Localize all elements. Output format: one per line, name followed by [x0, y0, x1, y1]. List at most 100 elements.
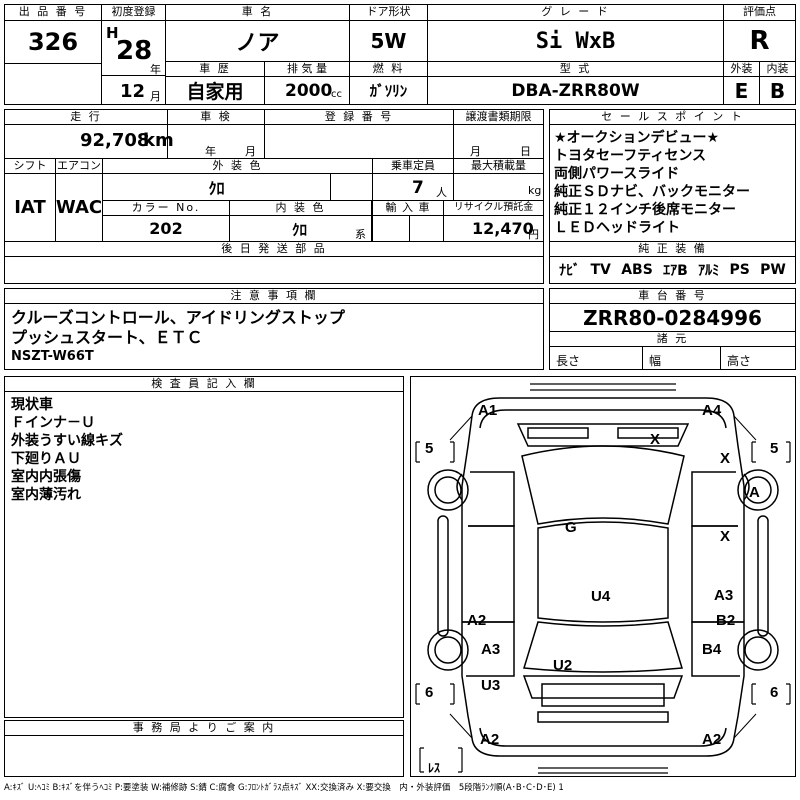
exterior-color: ｸﾛ	[102, 173, 331, 201]
interior-grade-label: 内装	[759, 61, 796, 77]
equipment-item: ABS	[621, 262, 653, 278]
damage-mark: A4	[702, 402, 722, 419]
notes-label: 注 意 事 項 欄	[4, 288, 544, 304]
sales-point: ★オークションデビュー★	[554, 130, 720, 146]
first-registration-label: 初度登録	[101, 4, 166, 21]
equipment-list: ﾅﾋﾞ TV ABS ｴｱB ｱﾙﾐ PS PW	[549, 256, 796, 284]
height-label: 高さ	[727, 354, 752, 368]
exterior-grade-label: 外装	[723, 61, 760, 77]
recycle-deposit: 12,470	[472, 219, 534, 238]
note-line: プッシュスタート、ＥＴＣ	[11, 328, 203, 347]
mileage: 92,708	[80, 130, 150, 151]
office-box	[4, 735, 404, 777]
air-conditioner: WAC	[55, 173, 103, 242]
spare-tire: ﾚｽ	[428, 761, 441, 775]
damage-mark: A2	[467, 612, 487, 629]
history-label: 車 歴	[165, 61, 265, 77]
notes-box: クルーズコントロール、アイドリングストップ プッシュスタート、ＥＴＣ NSZT-…	[4, 303, 544, 370]
sales-points-list: ★オークションデビュー★ トヨタセーフティセンス 両側パワースライド 純正ＳＤナ…	[549, 124, 796, 242]
month-unit: 月	[150, 90, 161, 103]
chassis-label: 車 台 番 号	[549, 288, 796, 304]
inspection-month-unit: 月	[245, 145, 256, 158]
registration-year: 28	[116, 36, 153, 66]
max-load-unit: kg	[528, 184, 542, 197]
lot-number-blank	[4, 63, 102, 105]
mileage-unit: km	[143, 130, 174, 151]
later-parts-cell	[4, 256, 544, 284]
inspection-year-unit: 年	[205, 145, 216, 158]
equipment-label: 純 正 装 備	[549, 241, 796, 257]
damage-mark: U3	[481, 677, 501, 694]
damage-mark: X	[650, 431, 661, 448]
fuel-label: 燃 料	[349, 61, 428, 77]
inspector-line: 現状車	[11, 397, 53, 413]
model-code: DBA-ZRR80W	[427, 76, 724, 105]
lot-number-label: 出 品 番 号	[4, 4, 102, 21]
tire-front-left: 5	[425, 440, 434, 457]
inspector-label: 検 査 員 記 入 欄	[4, 376, 404, 392]
registration-number-label: 登 録 番 号	[264, 109, 454, 125]
damage-mark: A2	[702, 731, 722, 748]
import-label: 輸 入 車	[372, 200, 444, 216]
damage-mark: A2	[480, 731, 500, 748]
displacement-label: 排 気 量	[264, 61, 350, 77]
transfer-day-unit: 日	[520, 145, 531, 158]
car-name-label: 車 名	[165, 4, 350, 21]
grade: Si WxB	[427, 20, 724, 62]
equipment-item: TV	[590, 262, 611, 278]
capacity-unit: 人	[436, 186, 447, 199]
damage-mark: B2	[716, 612, 736, 629]
office-label: 事 務 局 よ り ご 案 内	[4, 720, 404, 736]
width-label: 幅	[649, 354, 662, 368]
damage-mark: X	[720, 528, 731, 545]
tire-rear-left: 6	[425, 684, 434, 701]
displacement-unit: cc	[331, 89, 342, 100]
damage-mark: U2	[553, 657, 573, 674]
damage-mark: G	[565, 519, 577, 536]
car-name: ノア	[165, 20, 350, 62]
equipment-item: ｱﾙﾐ	[698, 263, 720, 279]
sales-point: 両側パワースライド	[554, 166, 680, 182]
equipment-item: ﾅﾋﾞ	[559, 263, 581, 279]
score-label: 評価点	[723, 4, 796, 21]
interior-color-unit: 系	[355, 228, 366, 241]
legend: A:ｷｽﾞ U:ﾍｺﾐ B:ｷｽﾞを伴うﾍｺﾐ P:要塗装 W:補修跡 S:錆 …	[4, 783, 564, 793]
dims-label: 諸 元	[549, 331, 796, 347]
lot-number: 326	[4, 20, 102, 64]
shift: IAT	[4, 173, 56, 242]
inspector-line: 室内薄汚れ	[11, 487, 81, 503]
tire-front-right: 5	[770, 440, 779, 457]
sales-points-label: セ ー ル ス ポ イ ン ト	[549, 109, 796, 125]
overall-score: R	[723, 20, 796, 62]
car-diagram	[415, 383, 791, 774]
registration-month: 12	[120, 81, 146, 102]
history: 自家用	[165, 76, 265, 105]
color-number: 202	[102, 215, 230, 242]
damage-mark: B4	[702, 641, 722, 658]
damage-mark: X	[720, 450, 731, 467]
inspector-line: 室内内張傷	[11, 469, 81, 485]
color-number-label: カラー No.	[102, 200, 230, 216]
interior-grade: B	[759, 76, 796, 105]
exterior-grade: E	[723, 76, 760, 105]
transfer-deadline-label: 譲渡書類期限	[453, 109, 544, 125]
length-label: 長さ	[556, 354, 581, 368]
damage-mark: A3	[714, 587, 734, 604]
inspector-line: Ｆインナ－Ｕ	[11, 415, 95, 431]
import-cell-b	[409, 215, 444, 242]
chassis-number: ZRR80-0284996	[549, 303, 796, 332]
sales-point: ＬＥＤヘッドライト	[554, 220, 680, 236]
damage-mark: U4	[591, 588, 611, 605]
damage-mark: A1	[478, 402, 498, 419]
transfer-month-unit: 月	[470, 145, 481, 158]
interior-color: ｸﾛ	[292, 221, 308, 239]
height-cell	[720, 346, 796, 370]
recycle-unit: 円	[528, 228, 539, 241]
equipment-item: PW	[760, 262, 786, 278]
model-label: 型 式	[427, 61, 724, 77]
note-line: NSZT-W66T	[11, 349, 94, 364]
registration-number-cell	[264, 124, 454, 159]
damage-mark: A	[749, 484, 760, 501]
grade-label: グ レ ー ド	[427, 4, 724, 21]
era: H	[106, 24, 119, 42]
